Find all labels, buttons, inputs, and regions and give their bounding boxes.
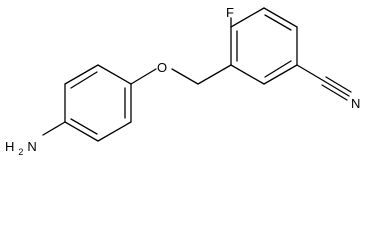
aminophenyl-ring — [64, 64, 132, 142]
fluorine-label: F — [226, 5, 234, 20]
fluoro-substituent: F — [226, 5, 234, 28]
amine-subscript: 2 — [18, 147, 23, 157]
nitrogen-label: N — [351, 96, 360, 111]
amine-n: N — [27, 139, 36, 154]
amine-substituent: H 2 N — [5, 121, 66, 159]
nitrile-group: N — [296, 64, 360, 111]
benzonitrile-ring — [230, 7, 298, 85]
amine-label: H 2 N — [5, 138, 37, 159]
methylene-ether-linker: O — [130, 60, 232, 85]
oxygen-label: O — [157, 60, 167, 75]
amine-h: H — [5, 139, 14, 154]
chemical-structure: F N O H 2 N — [5, 5, 360, 159]
